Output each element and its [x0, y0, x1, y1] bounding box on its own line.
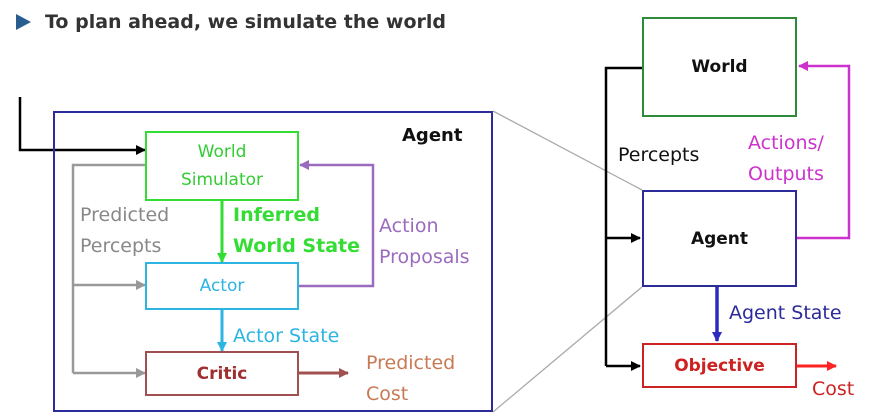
slide-heading: To plan ahead, we simulate the world	[16, 8, 446, 36]
predicted-percepts-line-1: Predicted	[80, 204, 170, 226]
world-simulator-box: World Simulator	[145, 131, 299, 201]
inferred-world-state-line-1: Inferred	[233, 204, 320, 226]
agent-box: Agent	[642, 190, 797, 287]
objective-label: Objective	[674, 355, 765, 376]
action-proposals-label: Action Proposals	[379, 211, 470, 273]
predicted-cost-line-1: Predicted	[366, 352, 456, 374]
objective-box: Objective	[642, 343, 797, 388]
action-proposals-line-1: Action	[379, 215, 439, 237]
world-simulator-line-1: World	[197, 142, 247, 162]
actor-state-label: Actor State	[233, 325, 340, 347]
action-proposals-line	[299, 160, 375, 288]
cost-label: Cost	[812, 378, 855, 400]
critic-box: Critic	[145, 351, 299, 396]
predicted-cost-label: Predicted Cost	[366, 348, 455, 410]
predicted-cost-line-2: Cost	[366, 383, 409, 405]
triangle-right-icon	[16, 14, 31, 30]
action-proposals-line-2: Proposals	[379, 246, 470, 268]
agent-label: Agent	[690, 228, 749, 249]
agent-state-label: Agent State	[729, 302, 842, 324]
world-simulator-line-2: Simulator	[180, 170, 264, 190]
actions-outputs-line-2: Outputs	[748, 163, 824, 185]
predicted-percepts-line-2: Percepts	[80, 235, 162, 257]
actor-box: Actor	[145, 262, 299, 310]
heading-text: To plan ahead, we simulate the world	[45, 11, 446, 33]
actions-outputs-line-1: Actions/	[748, 132, 824, 154]
actions-outputs-label: Actions/ Outputs	[748, 128, 824, 190]
critic-label: Critic	[196, 363, 248, 384]
input-arrow	[18, 97, 146, 155]
agent-detail-box	[53, 111, 493, 412]
zoom-guide-top	[492, 110, 643, 191]
percepts-label: Percepts	[618, 144, 700, 166]
inferred-world-state-label: Inferred World State	[233, 200, 360, 262]
predicted-percepts-label: Predicted Percepts	[80, 200, 169, 262]
world-label: World	[691, 57, 748, 77]
actions-outputs-line	[797, 61, 851, 240]
percepts-line	[604, 66, 642, 366]
zoom-guide-bottom	[492, 286, 643, 413]
agent-detail-title: Agent	[402, 125, 463, 146]
world-box: World	[642, 17, 797, 117]
predicted-percepts-line	[71, 163, 145, 373]
inferred-world-state-line-2: World State	[233, 235, 360, 257]
actor-label: Actor	[199, 276, 245, 296]
